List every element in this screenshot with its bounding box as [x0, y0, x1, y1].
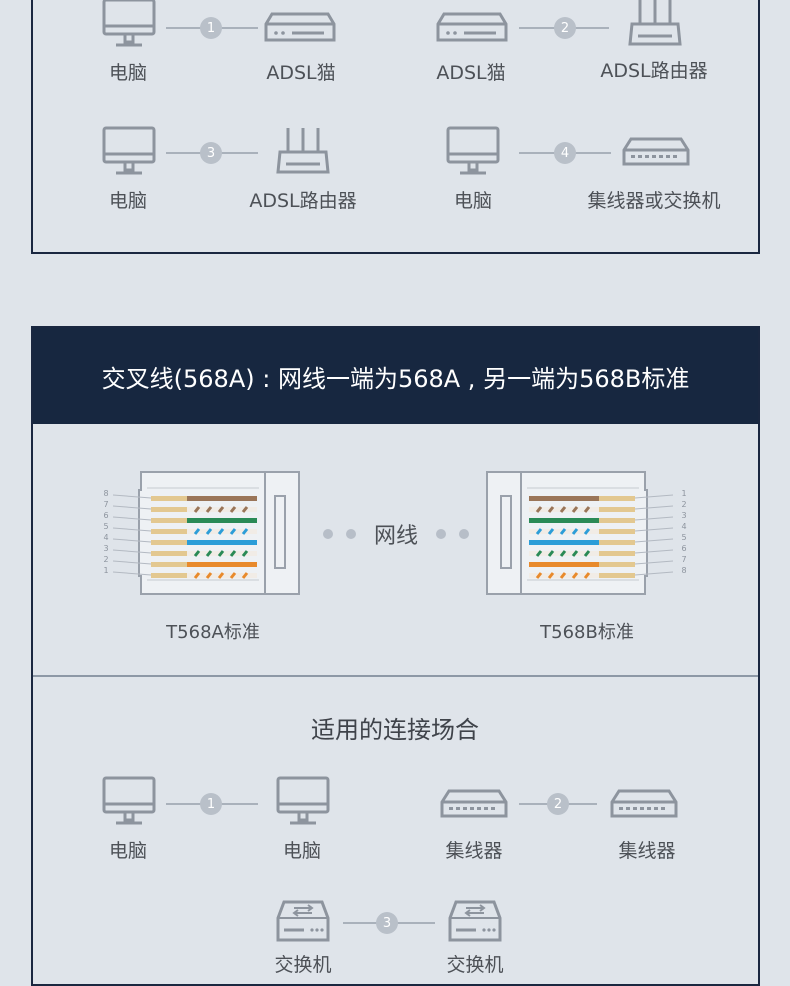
- connection-panel-top: 1 电脑 ADSL猫 2 ADSL猫 ADSL路由器 3: [31, 0, 760, 254]
- device-label: ADSL路由器: [249, 190, 357, 212]
- crossover-panel: 交叉线(568A) : 网线一端为568A , 另一端为568B标准: [31, 326, 760, 986]
- pin-number: 7: [681, 555, 687, 564]
- pin-number: 3: [681, 511, 687, 520]
- device-label: 集线器或交换机: [587, 190, 721, 212]
- device-label: 集线器: [618, 840, 676, 862]
- device-label: 集线器: [445, 840, 503, 862]
- device-label: ADSL路由器: [600, 60, 708, 82]
- section-divider: [33, 675, 758, 677]
- hub-icon: [610, 789, 678, 818]
- standard-label-right: T568B标准: [540, 622, 634, 643]
- hub-icon: [440, 789, 508, 818]
- pin-number: 8: [103, 489, 109, 498]
- monitor-icon: [102, 776, 156, 825]
- cable-label: 网线: [373, 524, 419, 549]
- monitor-icon: [102, 0, 156, 47]
- device-label: 电脑: [453, 190, 493, 212]
- router-icon: [628, 0, 682, 46]
- pin-number: 2: [681, 500, 687, 509]
- device-label: ADSL猫: [436, 62, 506, 84]
- pin-number: 7: [103, 500, 109, 509]
- cable-dot: [323, 529, 333, 539]
- pin-number: 1: [681, 489, 687, 498]
- pin-numbers-left: 8 7 6 5 4 3 2 1: [101, 488, 111, 576]
- pin-number: 5: [103, 522, 109, 531]
- switch-icon: [276, 900, 330, 942]
- adsl-modem-icon: [264, 12, 336, 42]
- cable-dot: [436, 529, 446, 539]
- pin-number: 3: [103, 544, 109, 553]
- pin-number: 6: [103, 511, 109, 520]
- pin-number: 8: [681, 566, 687, 575]
- device-label: 电脑: [108, 840, 148, 862]
- rj45-connector-icon: [112, 471, 300, 595]
- device-label: 交换机: [446, 954, 504, 976]
- step-badge-3: 3: [200, 142, 222, 164]
- device-label: 电脑: [108, 190, 148, 212]
- adsl-modem-icon: [436, 12, 508, 42]
- hub-icon: [622, 137, 690, 166]
- router-icon: [276, 128, 330, 174]
- pin-number: 4: [681, 522, 687, 531]
- monitor-icon: [446, 126, 500, 175]
- pin-numbers-right: 1 2 3 4 5 6 7 8: [679, 488, 689, 576]
- monitor-icon: [102, 126, 156, 175]
- device-label: 交换机: [274, 954, 332, 976]
- monitor-icon: [276, 776, 330, 825]
- section-title: 适用的连接场合: [311, 716, 479, 744]
- rj45-connector-icon: [486, 471, 674, 595]
- crossover-header: 交叉线(568A) : 网线一端为568A , 另一端为568B标准: [33, 328, 758, 424]
- pin-number: 2: [103, 555, 109, 564]
- switch-icon: [448, 900, 502, 942]
- step-badge-2: 2: [547, 793, 569, 815]
- cable-dot: [459, 529, 469, 539]
- step-badge-2: 2: [554, 17, 576, 39]
- pin-number: 4: [103, 533, 109, 542]
- pin-number: 5: [681, 533, 687, 542]
- cable-dot: [346, 529, 356, 539]
- pin-number: 1: [103, 566, 109, 575]
- device-label: ADSL猫: [266, 62, 336, 84]
- device-label: 电脑: [108, 62, 148, 84]
- step-badge-3: 3: [376, 912, 398, 934]
- pin-number: 6: [681, 544, 687, 553]
- step-badge-1: 1: [200, 793, 222, 815]
- device-label: 电脑: [282, 840, 322, 862]
- step-badge-4: 4: [554, 142, 576, 164]
- step-badge-1: 1: [200, 17, 222, 39]
- standard-label-left: T568A标准: [166, 622, 260, 643]
